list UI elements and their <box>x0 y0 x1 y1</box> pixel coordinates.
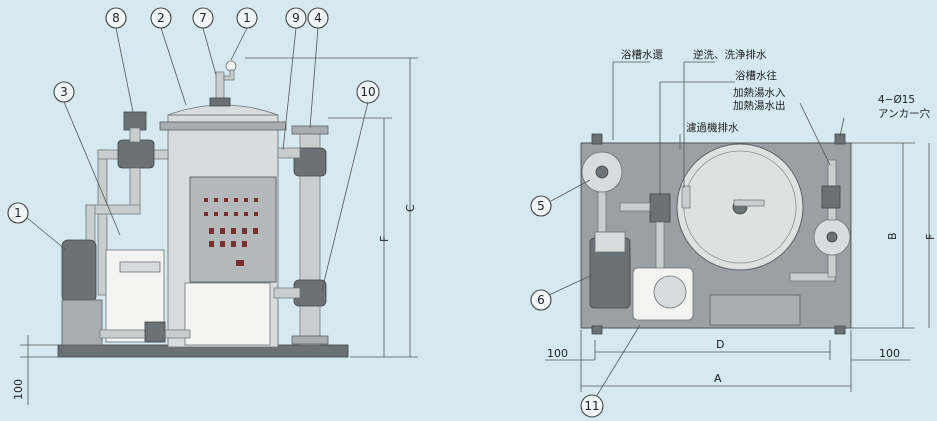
svg-text:1: 1 <box>243 11 251 25</box>
label-heated-out: 加熱湯水出 <box>733 99 786 112</box>
callout-9: 9 <box>282 7 307 151</box>
heater-valve-top <box>293 147 327 177</box>
panel-switches <box>204 198 258 266</box>
dimension-f-right: F <box>924 143 937 328</box>
tank-pedestal <box>184 282 271 346</box>
callout-8: 8 <box>105 7 134 113</box>
svg-text:100: 100 <box>879 347 900 360</box>
svg-text:C: C <box>404 204 417 212</box>
label-backwash-drain: 逆洗、洗浄排水 <box>693 48 767 61</box>
svg-text:F: F <box>378 236 391 242</box>
callout-3: 3 <box>53 81 121 236</box>
svg-text:100: 100 <box>547 347 568 360</box>
dimension-f: F <box>328 117 392 357</box>
svg-text:F: F <box>924 234 937 240</box>
svg-text:100: 100 <box>12 379 25 400</box>
label-heated-in: 加熱湯水入 <box>733 86 786 99</box>
circulation-pump <box>61 239 97 303</box>
svg-text:5: 5 <box>537 199 545 213</box>
svg-text:10: 10 <box>360 85 375 99</box>
svg-text:6: 6 <box>537 293 545 307</box>
callout-7: 7 <box>192 7 217 76</box>
tank-flange <box>159 121 287 131</box>
callout-10: 10 <box>321 80 380 291</box>
front-elevation-view: 8 2 7 1 9 4 3 <box>7 7 418 405</box>
dimension-d: D <box>594 338 831 360</box>
svg-text:8: 8 <box>112 11 120 25</box>
dimension-right-100: 100 <box>851 347 910 361</box>
svg-text:3: 3 <box>60 85 68 99</box>
svg-text:2: 2 <box>157 11 165 25</box>
callout-6: 6 <box>530 274 593 311</box>
label-bath-supply: 浴槽水往 <box>735 69 777 82</box>
plan-view: 浴槽水還 逆洗、洗浄排水 浴槽水往 加熱湯水入 加熱湯水出 濾過機排水 4−Ø1… <box>530 48 937 418</box>
svg-text:1: 1 <box>14 206 22 220</box>
label-bath-return: 浴槽水還 <box>621 48 663 61</box>
callout-4: 4 <box>307 7 329 129</box>
svg-text:D: D <box>716 338 724 351</box>
dimension-base-100: 100 <box>12 335 58 405</box>
top-valve <box>123 111 147 131</box>
svg-text:7: 7 <box>199 11 207 25</box>
air-vent-valve <box>225 60 237 72</box>
svg-text:B: B <box>886 232 899 240</box>
label-anchor-hole: アンカー穴 <box>878 107 931 120</box>
callout-1-left: 1 <box>7 202 67 251</box>
dimension-b: B <box>851 142 915 329</box>
svg-text:11: 11 <box>584 399 599 413</box>
label-filter-drain: 濾過機排水 <box>686 121 739 134</box>
dimension-left-100: 100 <box>545 347 595 361</box>
callout-11: 11 <box>580 324 641 418</box>
svg-text:4: 4 <box>314 11 322 25</box>
label-anchor-spec: 4−Ø15 <box>878 94 915 106</box>
control-panel <box>189 176 277 283</box>
tank-lid <box>167 104 279 116</box>
callout-1-top: 1 <box>230 7 258 61</box>
callout-2: 2 <box>150 7 187 106</box>
callout-5: 5 <box>530 179 591 217</box>
svg-text:A: A <box>714 372 722 385</box>
svg-text:9: 9 <box>292 11 300 25</box>
dimension-a: A <box>580 330 852 392</box>
dimension-c: C <box>245 57 418 358</box>
